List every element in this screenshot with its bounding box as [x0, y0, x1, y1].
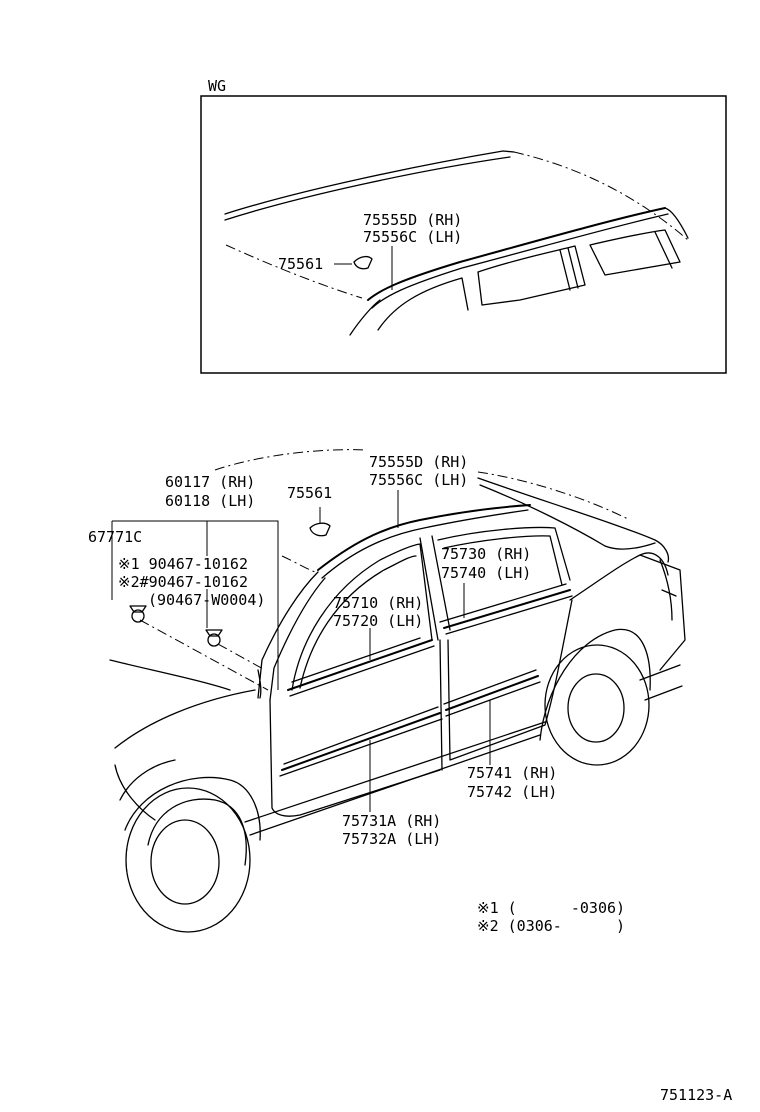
screw-1-label: ※1 90467-10162	[118, 555, 248, 573]
rear-belt-lh-label: 75740 (LH)	[441, 564, 531, 582]
inset-molding-lh-label: 75556C (LH)	[363, 228, 462, 246]
rear-belt-rh-label: 75730 (RH)	[441, 545, 531, 563]
rear-side-lh-label: 75742 (LH)	[467, 783, 557, 801]
figure-id: 751123-A	[660, 1086, 732, 1104]
inset-molding-rh-label: 75555D (RH)	[363, 211, 462, 229]
front-belt-rh-label: 75710 (RH)	[333, 594, 423, 612]
inset-frame	[200, 95, 727, 374]
roof-molding-lh-label: 75556C (LH)	[369, 471, 468, 489]
inset-wagon-view: WG 75561 75555D (RH) 75556C (LH)	[200, 77, 727, 374]
inset-variant-label: WG	[208, 77, 226, 95]
screw-2-label: ※2#90467-10162	[118, 573, 248, 591]
inset-clip-label: 75561	[278, 255, 323, 273]
roof-molding-rh-label: 75555D (RH)	[369, 453, 468, 471]
note-2: ※2 (0306- )	[477, 917, 625, 935]
clip-part-label: 67771C	[88, 528, 142, 546]
pillar-garnish-rh-label: 60117 (RH)	[165, 473, 255, 491]
notes: ※1 ( -0306) ※2 (0306- )	[477, 899, 625, 935]
rear-side-rh-label: 75741 (RH)	[467, 764, 557, 782]
main-car-view: 75555D (RH) 75556C (LH) 75561 60117 (RH)…	[88, 449, 686, 933]
front-side-rh-label: 75731A (RH)	[342, 812, 441, 830]
note-1: ※1 ( -0306)	[477, 899, 625, 917]
front-side-lh-label: 75732A (LH)	[342, 830, 441, 848]
roof-clip-label: 75561	[287, 484, 332, 502]
screw-2-alt-label: (90467-W0004)	[148, 591, 265, 609]
front-belt-lh-label: 75720 (LH)	[333, 612, 423, 630]
pillar-garnish-lh-label: 60118 (LH)	[165, 492, 255, 510]
